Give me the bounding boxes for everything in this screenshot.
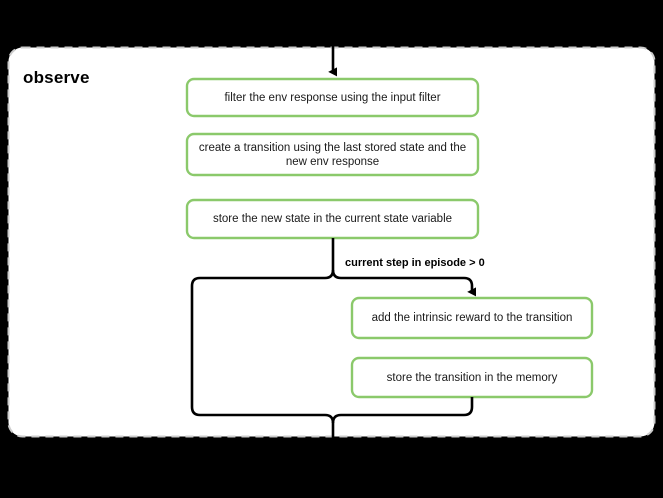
observe-group-container xyxy=(7,46,656,438)
node-store-transition-memory[interactable] xyxy=(350,356,594,399)
group-title-observe: observe xyxy=(23,68,90,87)
edge-condition-branch xyxy=(331,269,476,297)
node-create-transition[interactable] xyxy=(185,132,480,177)
edge-bypass-branch xyxy=(190,269,335,424)
node-add-intrinsic-reward[interactable] xyxy=(350,296,594,340)
node-filter-env-response[interactable] xyxy=(185,77,480,118)
edge-return-branch xyxy=(331,397,474,424)
node-store-new-state[interactable] xyxy=(185,198,480,240)
edge-label-condition: current step in episode > 0 xyxy=(345,257,485,269)
